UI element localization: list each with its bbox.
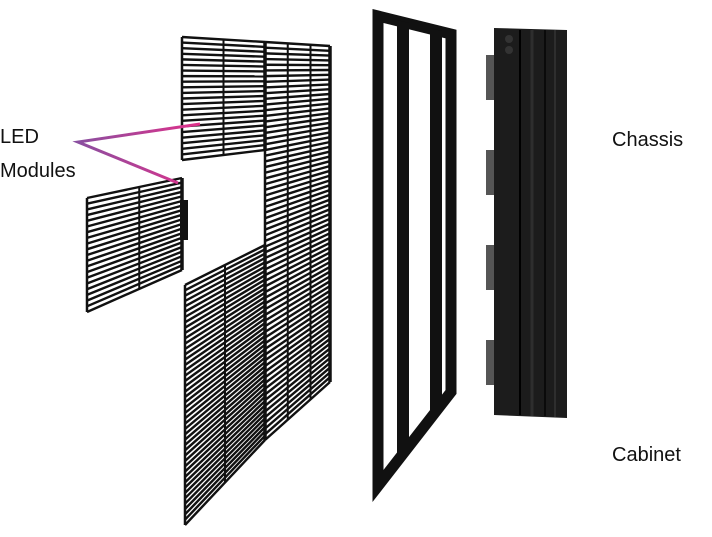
led-modules-label-line2: Modules (0, 160, 76, 182)
led-module-grid-main (263, 40, 332, 441)
module-connector (180, 200, 188, 240)
led-module-bottom (183, 243, 267, 526)
cabinet-label: Cabinet (612, 444, 681, 466)
chassis-label: Chassis (612, 129, 684, 151)
led-module-top (180, 35, 267, 162)
chassis-unit (486, 28, 567, 418)
cabinet-frame (372, 8, 457, 503)
leader-lines (72, 122, 600, 454)
led-module-detached (85, 176, 184, 314)
led-modules-label-line1: LED (0, 126, 39, 148)
